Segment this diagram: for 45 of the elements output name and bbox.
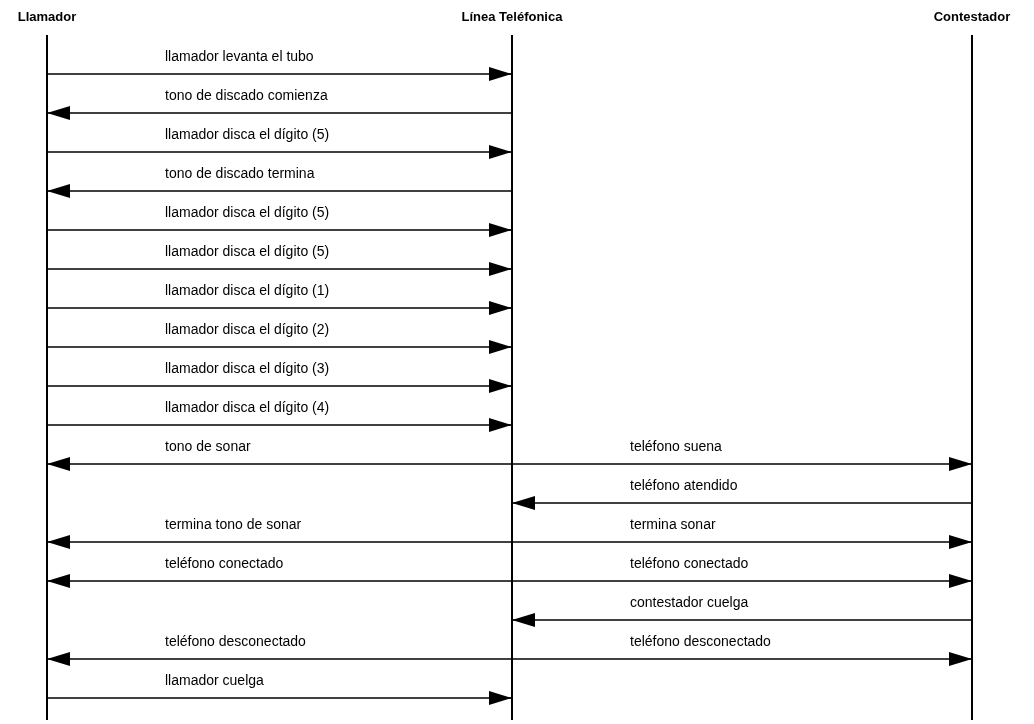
message-arrow [511, 457, 973, 471]
message-label: contestador cuelga [630, 593, 749, 611]
message-label: llamador disca el dígito (3) [165, 359, 330, 377]
message-arrow [511, 496, 973, 510]
message-label: teléfono desconectado [165, 632, 306, 650]
message-arrow [46, 652, 513, 666]
message-label: teléfono conectado [630, 554, 749, 572]
message-arrow [511, 535, 973, 549]
message-arrow [46, 379, 513, 393]
message-arrow [46, 691, 513, 705]
message-arrow [46, 106, 513, 120]
participant-label: Llamador [17, 8, 77, 26]
message-arrow [46, 301, 513, 315]
message-label: llamador disca el dígito (5) [165, 242, 330, 260]
message-arrow [46, 262, 513, 276]
message-label: termina sonar [630, 515, 716, 533]
message-label: llamador levanta el tubo [165, 47, 314, 65]
message-label: termina tono de sonar [165, 515, 302, 533]
message-label: llamador disca el dígito (5) [165, 125, 330, 143]
message-label: llamador cuelga [165, 671, 264, 689]
message-label: llamador disca el dígito (5) [165, 203, 330, 221]
message-label: llamador disca el dígito (1) [165, 281, 330, 299]
message-arrow [46, 574, 513, 588]
message-arrow [46, 418, 513, 432]
message-arrow [511, 652, 973, 666]
message-label: teléfono suena [630, 437, 722, 455]
message-arrow [46, 184, 513, 198]
message-label: llamador disca el dígito (2) [165, 320, 330, 338]
message-arrow [46, 340, 513, 354]
message-label: llamador disca el dígito (4) [165, 398, 330, 416]
message-label: teléfono conectado [165, 554, 284, 572]
participant-label: Contestador [933, 8, 1011, 26]
message-arrow [46, 223, 513, 237]
message-label: tono de sonar [165, 437, 251, 455]
message-label: tono de discado termina [165, 164, 315, 182]
message-label: teléfono desconectado [630, 632, 771, 650]
message-label: teléfono atendido [630, 476, 738, 494]
message-arrow [46, 67, 513, 81]
message-arrow [46, 535, 513, 549]
message-arrow [46, 145, 513, 159]
message-arrow [46, 457, 513, 471]
message-label: tono de discado comienza [165, 86, 328, 104]
message-arrow [511, 613, 973, 627]
participant-label: Línea Teléfonica [461, 8, 563, 26]
message-arrow [511, 574, 973, 588]
